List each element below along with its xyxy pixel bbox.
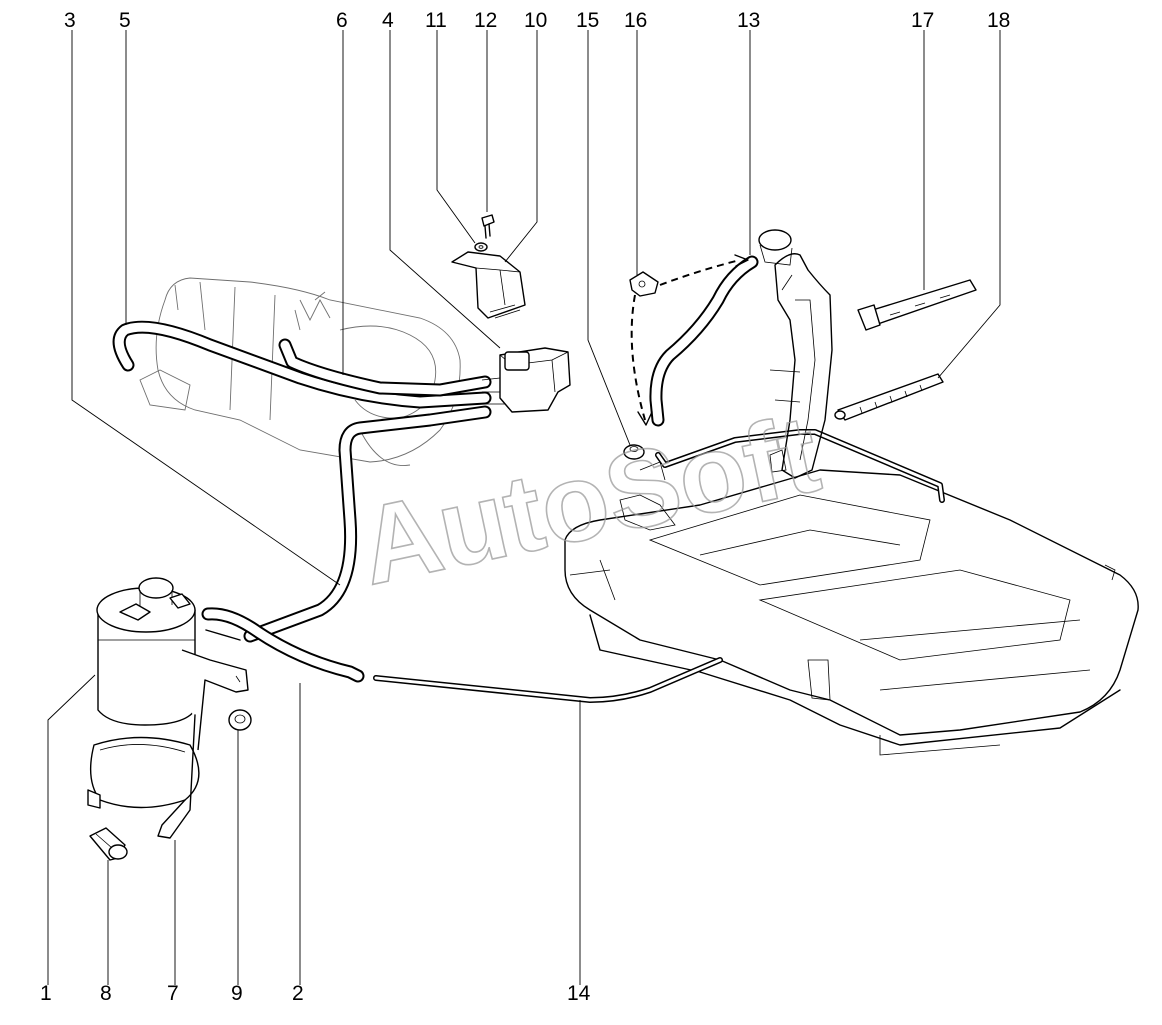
washer-11 xyxy=(474,242,488,252)
callout-7: 7 xyxy=(167,982,179,1005)
callout-13: 13 xyxy=(737,9,760,32)
leader-4 xyxy=(389,30,501,349)
fuel-tank xyxy=(564,461,1139,756)
callout-8: 8 xyxy=(100,982,112,1005)
assembly-arrow-15 xyxy=(630,294,646,421)
assembly-arrow-13 xyxy=(659,259,741,286)
bolt-8 xyxy=(89,827,128,861)
leader-3 xyxy=(71,30,341,586)
clip-16 xyxy=(629,271,659,297)
leader-15 xyxy=(587,30,631,446)
cable-tie-17 xyxy=(857,279,977,331)
leader-10 xyxy=(504,30,538,263)
tank-vent-pipe xyxy=(655,429,945,503)
hose-13 xyxy=(649,255,759,427)
callout-14: 14 xyxy=(567,982,591,1005)
pipe-14 xyxy=(373,657,723,703)
callout-5: 5 xyxy=(119,9,131,32)
arrowhead-13 xyxy=(734,254,749,267)
callout-16: 16 xyxy=(624,9,647,32)
filler-neck xyxy=(758,229,833,479)
hose-6 xyxy=(278,338,492,397)
callout-18: 18 xyxy=(987,9,1010,32)
callout-17: 17 xyxy=(911,9,934,32)
canister-bracket-7 xyxy=(87,649,249,839)
callout-1: 1 xyxy=(40,982,52,1005)
callout-15: 15 xyxy=(576,9,599,32)
leader-18 xyxy=(937,30,1001,379)
callout-9: 9 xyxy=(231,982,243,1005)
leader-1 xyxy=(47,674,96,985)
bracket-10 xyxy=(451,251,526,319)
hose-to-canister xyxy=(243,405,492,643)
bolt-12 xyxy=(481,214,495,239)
callout-3: 3 xyxy=(64,9,76,32)
charcoal-canister-1 xyxy=(96,577,196,726)
arrowhead-15 xyxy=(637,411,653,426)
callout-10: 10 xyxy=(524,9,547,32)
callout-6: 6 xyxy=(336,9,348,32)
hose-5 xyxy=(112,320,492,409)
hose-2 xyxy=(201,607,365,683)
grommet-15 xyxy=(623,444,645,460)
callout-2: 2 xyxy=(292,982,304,1005)
leader-lines xyxy=(47,30,1001,985)
leader-11 xyxy=(436,30,476,244)
cable-tie-18 xyxy=(834,373,944,421)
callout-4: 4 xyxy=(382,9,394,32)
callout-12: 12 xyxy=(474,9,497,32)
solenoid-valve-4 xyxy=(481,347,571,413)
callout-11: 11 xyxy=(425,9,447,32)
canister-outlet xyxy=(205,629,241,641)
grommet-9 xyxy=(228,709,252,731)
callout-numbers: 3 5 6 4 11 12 10 15 16 13 17 18 1 8 7 9 … xyxy=(40,9,1010,1005)
